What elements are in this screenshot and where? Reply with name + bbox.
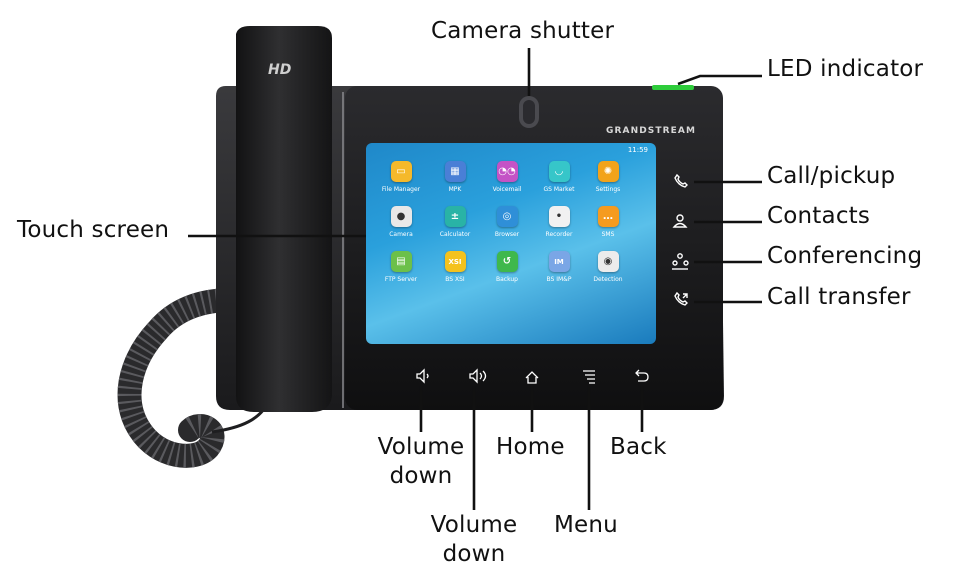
- callout-volume-down-2: Volume down: [414, 511, 534, 569]
- app-voicemail[interactable]: ◔◔ Voicemail: [480, 161, 534, 193]
- app-gs-market[interactable]: ◡ GS Market: [532, 161, 586, 193]
- voicemail-icon: ◔◔: [496, 161, 518, 182]
- app-label: BS XSI: [445, 276, 465, 283]
- app-bs-xsi[interactable]: XSI BS XSI: [428, 251, 482, 283]
- app-settings[interactable]: ✺ Settings: [581, 161, 635, 193]
- app-label: BS IM&P: [546, 276, 572, 283]
- status-clock: 11:59: [627, 146, 648, 154]
- app-label: File Manager: [381, 186, 421, 193]
- sms-icon: …: [597, 206, 619, 227]
- conferencing-key[interactable]: [672, 253, 689, 270]
- touch-screen[interactable]: 11:59 ▭ File Manager ▦ MPK ◔◔ Voicemail ◡ GS Ma…: [366, 143, 656, 344]
- im-icon: IM: [548, 251, 570, 272]
- app-label: Browser: [494, 231, 520, 238]
- camera-icon: ●: [390, 206, 412, 227]
- app-label: GS Market: [543, 186, 575, 193]
- contacts-key[interactable]: [672, 214, 688, 228]
- app-backup[interactable]: ↺ Backup: [480, 251, 534, 283]
- menu-key[interactable]: [583, 370, 595, 384]
- home-key[interactable]: [525, 371, 539, 384]
- app-browser[interactable]: ◎ Browser: [480, 206, 534, 238]
- brand-logo: GRANDSTREAM: [606, 126, 697, 136]
- app-label: FTP Server: [384, 276, 418, 283]
- callout-volume-down-1: Volume down: [361, 433, 481, 491]
- app-label: Settings: [595, 186, 621, 193]
- callout-volume-down-2-line1: Volume: [430, 512, 518, 538]
- call-transfer-key[interactable]: [674, 291, 688, 306]
- callout-volume-down-1-line1: Volume: [377, 434, 465, 460]
- app-label: Calculator: [439, 231, 471, 238]
- callout-menu: Menu: [554, 512, 618, 538]
- bottom-keys: [416, 368, 649, 384]
- app-label: Camera: [389, 231, 413, 238]
- folder-icon: ▭: [390, 161, 412, 182]
- callout-conferencing: Conferencing: [767, 243, 923, 269]
- xsi-icon: XSI: [444, 251, 466, 272]
- app-bs-im-p[interactable]: IM BS IM&P: [532, 251, 586, 283]
- grid-icon: ▦: [444, 161, 466, 182]
- app-camera[interactable]: ● Camera: [374, 206, 428, 238]
- detection-icon: ◉: [597, 251, 619, 272]
- ftp-icon: ▤: [390, 251, 412, 272]
- app-label: SMS: [601, 231, 615, 238]
- app-label: MPK: [448, 186, 462, 193]
- callout-touch-screen: Touch screen: [17, 217, 170, 243]
- back-key[interactable]: [635, 369, 649, 382]
- app-recorder[interactable]: • Recorder: [532, 206, 586, 238]
- callout-volume-down-2-line2: down: [442, 541, 506, 567]
- callout-call-pickup: Call/pickup: [767, 163, 896, 189]
- market-icon: ◡: [548, 161, 570, 182]
- callout-contacts: Contacts: [767, 203, 871, 229]
- gear-icon: ✺: [597, 161, 619, 182]
- handset: [236, 26, 332, 412]
- app-calculator[interactable]: ± Calculator: [428, 206, 482, 238]
- backup-icon: ↺: [496, 251, 518, 272]
- app-label: Detection: [593, 276, 623, 283]
- led-indicator: [652, 85, 694, 90]
- callout-back: Back: [610, 434, 667, 460]
- recorder-icon: •: [548, 206, 570, 227]
- app-detection[interactable]: ◉ Detection: [581, 251, 635, 283]
- app-label: Backup: [496, 276, 518, 283]
- callout-lines: [188, 48, 762, 510]
- call-pickup-key[interactable]: [674, 173, 688, 188]
- callout-camera-shutter: Camera shutter: [431, 18, 615, 44]
- volume-down-key[interactable]: [416, 368, 429, 384]
- side-keys: [672, 173, 689, 306]
- app-label: Recorder: [545, 231, 573, 238]
- callout-volume-down-1-line2: down: [389, 463, 453, 489]
- app-mpk[interactable]: ▦ MPK: [428, 161, 482, 193]
- globe-icon: ◎: [496, 206, 518, 227]
- app-file-manager[interactable]: ▭ File Manager: [374, 161, 428, 193]
- calculator-icon: ±: [444, 206, 466, 227]
- callout-led-indicator: LED indicator: [767, 56, 924, 82]
- app-sms[interactable]: … SMS: [581, 206, 635, 238]
- app-ftp-server[interactable]: ▤ FTP Server: [374, 251, 428, 283]
- handset-hd-label: HD: [268, 62, 292, 78]
- app-label: Voicemail: [492, 186, 522, 193]
- volume-up-key[interactable]: [469, 368, 487, 384]
- callout-home: Home: [496, 434, 565, 460]
- callout-call-transfer: Call transfer: [767, 284, 911, 310]
